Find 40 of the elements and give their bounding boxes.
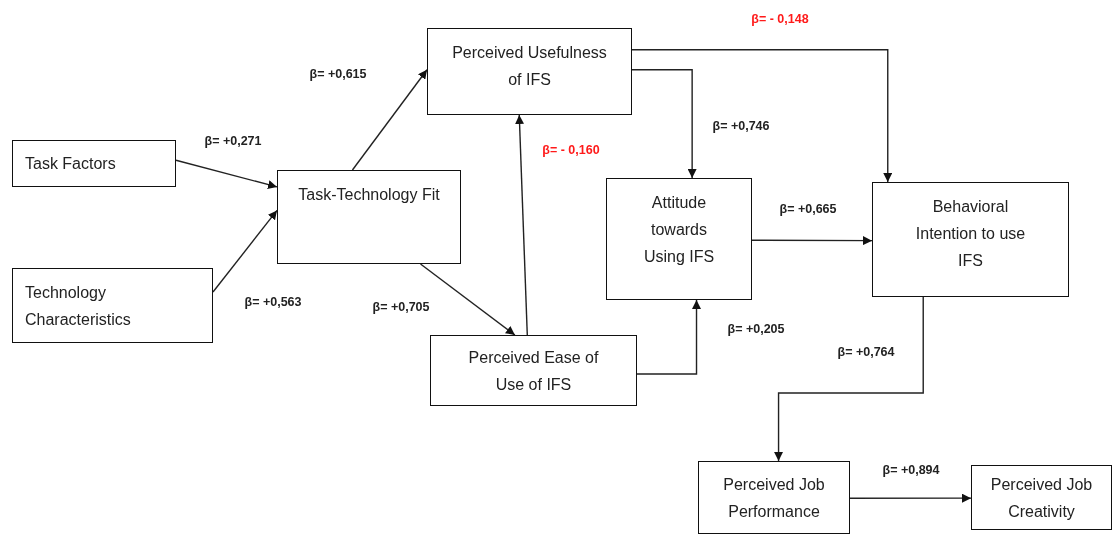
construct-box: [606, 178, 752, 300]
construct-box: [430, 335, 637, 406]
construct-box: [12, 268, 213, 343]
construct-box: [872, 182, 1069, 297]
construct-name: Attitude towards Using IFS: [642, 193, 716, 267]
edge-label: β= +0,705: [372, 300, 430, 314]
construct-name: Perceived Job Performance: [722, 474, 826, 522]
edge-label: β= +0,764: [837, 345, 895, 359]
edge-label: β= +0,615: [309, 67, 367, 81]
construct-box: [427, 28, 632, 115]
construct-box: [12, 140, 176, 187]
arrow: [212, 209, 278, 293]
arrow: [631, 69, 697, 179]
construct-name: Perceived Usefulness of IFS: [451, 43, 608, 90]
construct-box: [277, 170, 461, 264]
edge-label: β= +0,271: [204, 134, 262, 148]
arrow: [849, 493, 972, 503]
edge-label: β= +0,894: [882, 463, 940, 477]
edge-label: β= +0,746: [712, 119, 770, 133]
arrow: [175, 159, 278, 189]
edge-label: β= +0,563: [244, 295, 302, 309]
edge-label: β= +0,665: [779, 202, 837, 216]
construct-name: Technology Characteristics: [25, 282, 132, 330]
arrow: [515, 114, 528, 336]
edge-label: β= - 0,160: [542, 143, 600, 157]
arrow: [419, 263, 516, 336]
construct-name: Behavioral Intention to use IFS: [914, 197, 1027, 271]
construct-box: [971, 465, 1112, 530]
arrow: [774, 296, 924, 462]
construct-name: Perceived Ease of Use of IFS: [467, 347, 600, 395]
edge-label: β= +0,205: [727, 322, 785, 336]
edge-label: β= - 0,148: [751, 12, 809, 26]
construct-name: Perceived Job Creativity: [989, 474, 1094, 522]
construct-name: Task Factors: [25, 154, 116, 174]
arrow: [751, 236, 873, 246]
arrow: [636, 299, 701, 375]
construct-name: Task-Technology Fit: [298, 185, 440, 205]
construct-box: [698, 461, 850, 534]
arrow: [631, 49, 893, 183]
arrow: [351, 69, 428, 171]
